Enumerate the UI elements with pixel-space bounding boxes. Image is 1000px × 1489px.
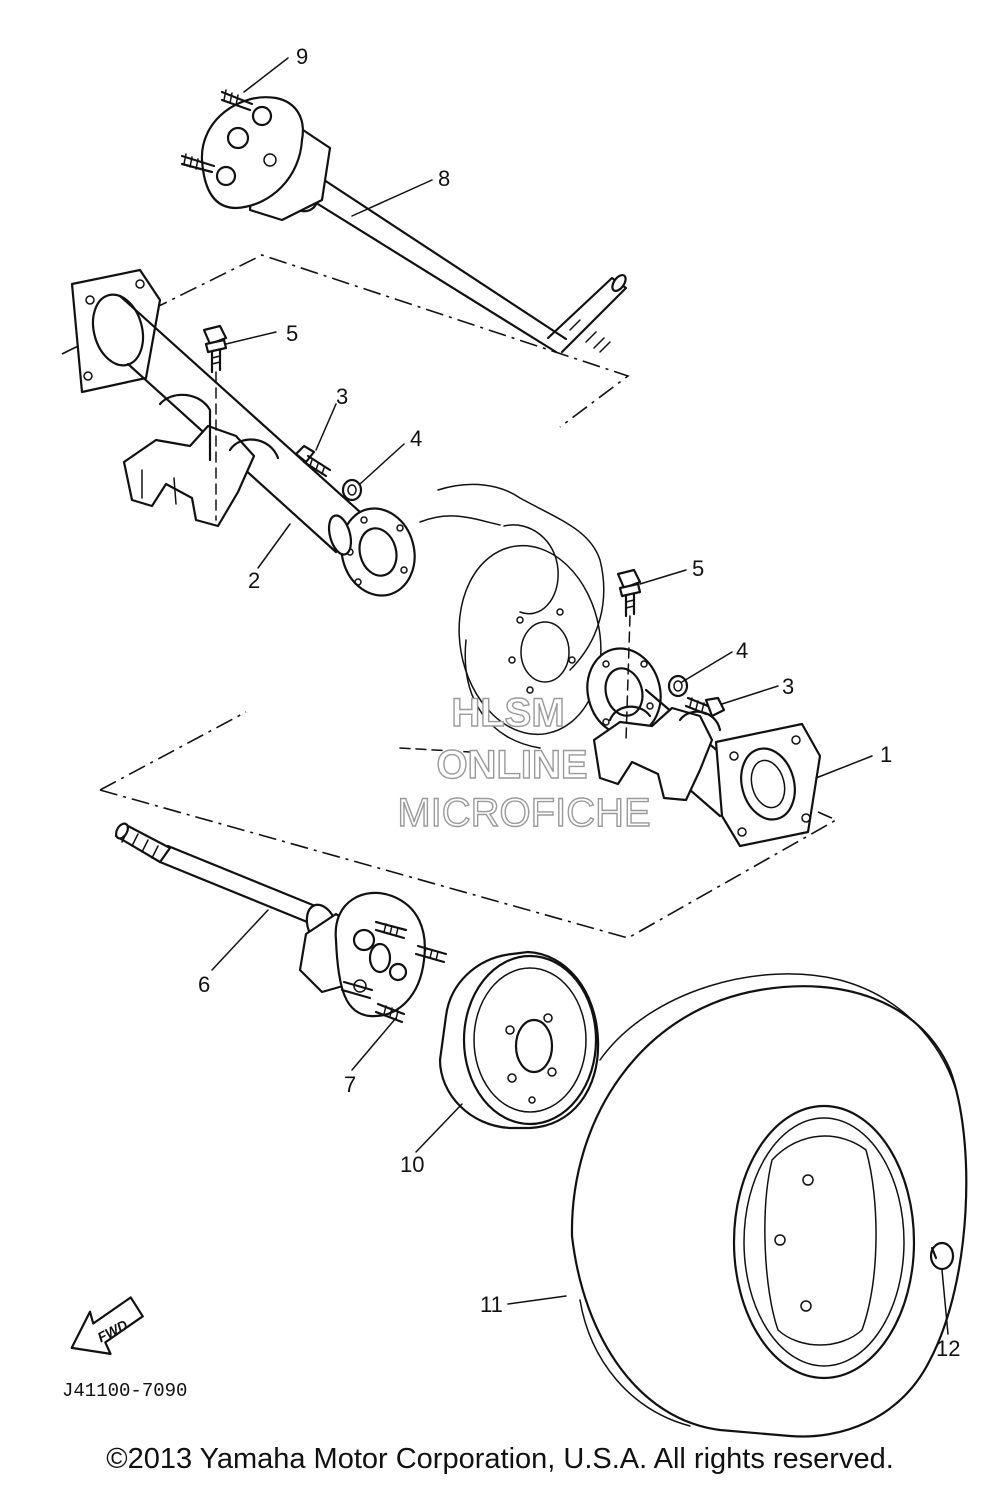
- callout-2: 2: [248, 568, 260, 593]
- watermark-line-3: MICROFICHE: [397, 791, 650, 835]
- bolt-part-3-upper[interactable]: [294, 444, 332, 478]
- callout-12: 12: [936, 1336, 960, 1361]
- callout-5-upper: 5: [286, 321, 298, 346]
- diagram-code: J41100-7090: [62, 1380, 187, 1402]
- axle-housing-left-part-2[interactable]: [70, 268, 424, 604]
- upper-axle-shaft-part-8[interactable]: [200, 96, 628, 354]
- callout-3-upper: 3: [336, 384, 348, 409]
- callout-11: 11: [480, 1292, 503, 1317]
- watermark-line-1: HLSM: [451, 691, 564, 735]
- bolt-part-3-lower[interactable]: [684, 696, 726, 718]
- watermark-line-2: ONLINE: [436, 743, 587, 787]
- tire-and-wheel-part-11[interactable]: [570, 973, 968, 1438]
- axle-housing-right-part-1[interactable]: [578, 640, 822, 848]
- callout-4-lower: 4: [736, 638, 748, 663]
- nut-part-4-lower[interactable]: [667, 674, 689, 698]
- callout-10: 10: [400, 1152, 424, 1177]
- watermark: HLSM ONLINE MICROFICHE: [397, 690, 652, 835]
- forward-direction-arrow: FWD: [70, 1296, 144, 1355]
- hub-studs-part-9[interactable]: [180, 89, 254, 174]
- lower-axle-shaft-part-6[interactable]: [114, 822, 426, 1018]
- callout-numbers: 9 8 5 3 4 2 5 4 3 1 6 7 10 11 12: [198, 44, 960, 1361]
- leader-lines: [211, 57, 949, 1335]
- phantom-differential-outline: [399, 483, 605, 753]
- assembly-outline-upper: [61, 254, 630, 428]
- flange-bolt-part-5-lower[interactable]: [616, 568, 642, 741]
- callout-5-lower: 5: [692, 556, 704, 581]
- callout-9: 9: [296, 44, 308, 69]
- callout-1: 1: [880, 742, 892, 767]
- callout-7: 7: [344, 1072, 356, 1097]
- copyright-notice: ©2013 Yamaha Motor Corporation, U.S.A. A…: [106, 1443, 894, 1475]
- flange-bolt-part-5-upper[interactable]: [202, 324, 228, 521]
- callout-8: 8: [438, 166, 450, 191]
- callout-6: 6: [198, 972, 210, 997]
- assembly-outline-lower: [99, 711, 838, 939]
- valve-cap-part-12[interactable]: [929, 1241, 955, 1271]
- brake-drum-part-10[interactable]: [438, 950, 600, 1130]
- callout-3-lower: 3: [782, 674, 794, 699]
- nut-part-4-upper[interactable]: [341, 478, 363, 502]
- callout-4-upper: 4: [410, 426, 422, 451]
